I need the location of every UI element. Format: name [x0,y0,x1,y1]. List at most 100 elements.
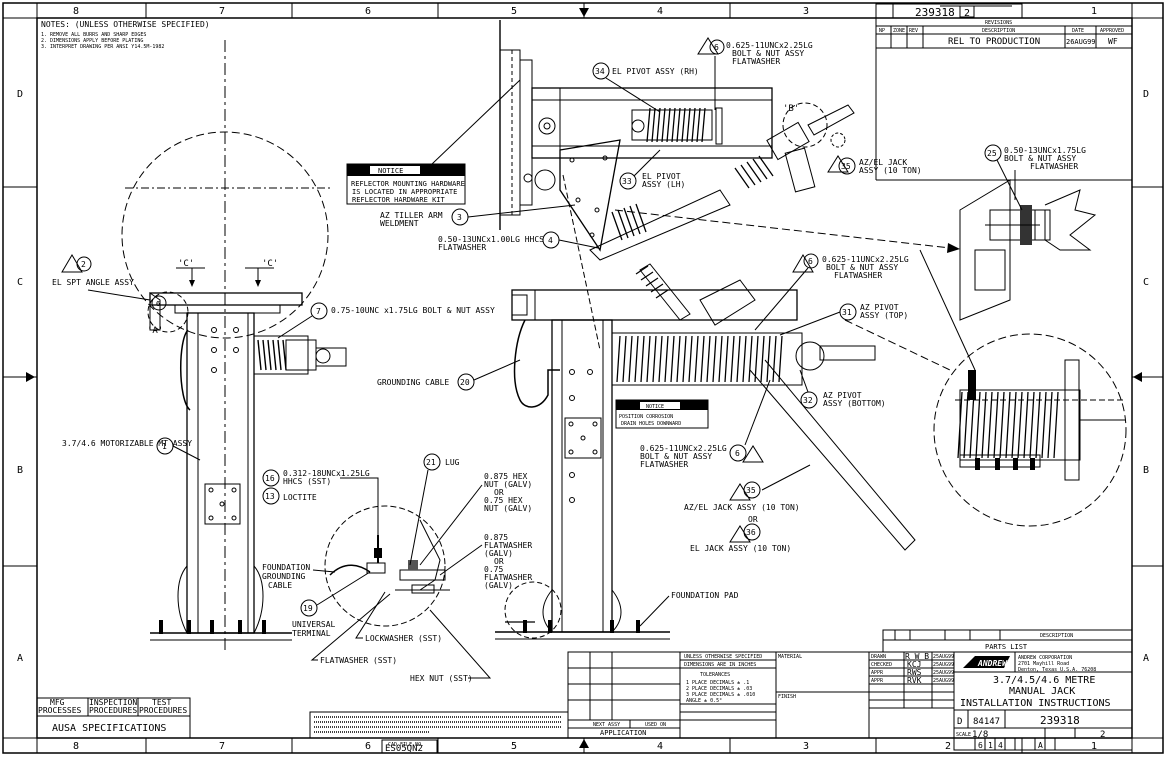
tolerance-block: UNLESS OTHERWISE SPECIFIED DIMENSIONS AR… [567,651,777,739]
spec-block: MFG PROCESSES INSPECTION PROCEDURES TEST… [36,697,191,739]
rev-header-description: DESCRIPTION [982,28,1015,34]
approval-date-2: 25AUG99 [933,670,954,676]
callout-16-number: 16 [265,474,275,483]
callout-13-number: 13 [265,492,275,501]
zone-bottom-8: 8 [73,741,79,752]
zone-top-5: 5 [511,6,517,17]
callout-34-text: EL PIVOT ASSY (RH) [612,67,699,76]
callout-35-top-line-2: ASSY (10 TON) [859,166,922,175]
approval-role-0: DRAWN [871,654,886,660]
rev-row-approved: WF [1108,37,1118,46]
tol-line-3: 3 PLACE DECIMALS ± .010 [686,692,755,698]
zone-right-a: A [1143,653,1149,664]
hex-nut-line-3: OR [494,488,504,497]
company-logo-text: ANDREW [977,659,1008,668]
flatwasher-line-4: OR [494,557,504,566]
notice-mid-line-2: DRAIN HOLES DOWNWARD [621,421,681,427]
tol-line-2: 2 PLACE DECIMALS ± .03 [686,686,752,692]
cad-file-number: ES05QN2 [385,744,423,754]
spec-footer: AUSA SPECIFICATIONS [52,723,166,734]
flatwasher-line-6: FLATWASHER [484,573,532,582]
view-c-right-label: 'C' [262,259,278,269]
callout-20-text: GROUNDING CABLE [377,378,449,387]
view-a-label: 'A' [147,326,163,336]
rev-header-np: NP [879,28,885,34]
callout-31-number: 31 [842,308,852,317]
zone-top-1: 1 [1091,6,1097,17]
approval-name-0: R W B [905,652,929,661]
parts-description-header: DESCRIPTION [1040,633,1073,639]
callout-25-number: 25 [987,149,997,158]
company-full-name: ANDREW CORPORATION [1018,655,1072,661]
callout-6-low-line-2: BOLT & NUT ASSY [640,452,712,461]
parts-list-title: PARTS LIST [985,643,1028,651]
callout-20-number: 20 [460,378,470,387]
callout-6-top-line-1: 0.625-11UNCx2.25LG [726,41,813,50]
flatwasher-line-5: 0.75 [484,565,503,574]
callout-35-low-text: AZ/EL JACK ASSY (10 TON) [684,503,800,512]
callout-36-number: 36 [746,528,756,537]
size-value: D [957,717,962,727]
callout-33-line-1: EL PIVOT [642,172,681,181]
callout-3-number: 3 [457,213,462,222]
pivot-detail-view [933,333,1127,527]
callout-32-number: 32 [803,396,813,405]
rev-header-rev: REV [909,28,918,34]
tol-heading-1: UNLESS OTHERWISE SPECIFIED [684,654,762,660]
callout-4-line-1: 0.50-13UNCx1.00LG HHCS [438,235,544,244]
flatwasher-line-1: 0.875 [484,533,508,542]
approval-name-1: KCJ [907,660,921,669]
view-c-left-label: 'C' [178,259,194,269]
tol-application: APPLICATION [600,729,646,737]
callout-33-number: 33 [622,177,632,186]
zone-bottom-5: 5 [511,741,517,752]
zone-top-4: 4 [657,6,663,17]
bottom-ref-row: 6 1 4 A [953,737,1133,751]
revisions-table: REVISIONS NP ZONE REV DESCRIPTION DATE A… [875,17,1133,49]
callout-6-low-line-1: 0.625-11UNCx2.25LG [640,444,727,453]
cage-value: 84147 [973,717,1000,727]
callout-6-low-line-3: FLATWASHER [640,460,688,469]
zone-top-3: 3 [803,6,809,17]
callout-7-number: 7 [316,307,321,316]
callout-35-top-line-1: AZ/EL JACK [859,158,907,167]
zone-left-c: C [17,277,23,288]
callout-3-line-1: AZ TILLER ARM [380,211,443,220]
notice-mid: NOTICE POSITION CORROSION DRAIN HOLES DO… [615,399,709,429]
tol-line-4: ANGLE ± 0.5° [686,698,722,704]
callout-6-top-line-3: FLATWASHER [732,57,780,66]
callout-6-mid-line-3: FLATWASHER [834,271,882,280]
title-block: ANDREW ANDREW CORPORATION 2701 Mayhill R… [953,651,1133,740]
callout-32-line-1: AZ PIVOT [823,391,862,400]
center-jack-view [495,174,916,640]
spec-test-1: TEST [152,698,171,707]
company-address-2: Denton, Texas U.S.A. 76208 [1018,667,1096,673]
callout-35-low-number: 35 [746,486,756,495]
notice-top-line-3: REFLECTOR HARDWARE KIT [352,196,446,204]
callout-19-line-1: UNIVERSAL [292,620,336,629]
callout-4-line-2: FLATWASHER [438,243,486,252]
zone-top-6: 6 [365,6,371,17]
finish-label: FINISH [778,694,796,700]
notes-title: NOTES: (UNLESS OTHERWISE SPECIFIED) [41,20,210,29]
callout-or: OR [748,515,758,524]
callout-16-line-2: HHCS (SST) [283,477,331,486]
flatwasher-line-7: (GALV) [484,581,513,590]
callout-31-line-2: ASSY (TOP) [860,311,908,320]
hex-nut-line-4: 0.75 HEX [484,496,523,505]
title-line-3: INSTALLATION INSTRUCTIONS [960,698,1111,709]
hex-nut-line-1: 0.875 HEX [484,472,528,481]
svg-text:6: 6 [156,300,160,308]
approval-date-1: 25AUG99 [933,662,954,668]
callout-36-text: EL JACK ASSY (10 TON) [690,544,791,553]
cad-file-label: CAD FILE NO. [388,742,424,748]
ref-digit-1: 1 [988,741,993,750]
view-b-label: 'B' [783,104,799,114]
callout-7-text: 0.75-10UNC x1.75LG BOLT & NUT ASSY [331,306,495,315]
zone-bottom-3: 3 [803,741,809,752]
callout-16-line-1: 0.312-18UNCx1.25LG [283,469,370,478]
notice-mid-heading: NOTICE [646,404,664,410]
note-3: 3. INTERPRET DRAWING PER ANSI Y14.5M-198… [41,44,164,50]
